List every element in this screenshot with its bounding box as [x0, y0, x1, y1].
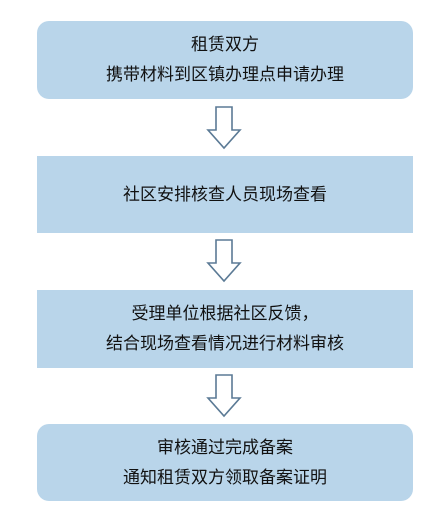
flow-step-1-line-2: 携带材料到区镇办理点申请办理	[106, 65, 344, 85]
flow-step-3-line-2: 结合现场查看情况进行材料审核	[106, 334, 344, 354]
flow-step-1-line-1: 租赁双方	[191, 35, 259, 55]
flow-step-4-line-1: 审核通过完成备案	[157, 437, 293, 458]
down-arrow-icon	[206, 374, 242, 418]
flow-step-1: 租赁双方 携带材料到区镇办理点申请办理	[37, 21, 413, 99]
flow-step-2: 社区安排核查人员现场查看	[37, 156, 413, 233]
flow-step-2-line-1: 社区安排核查人员现场查看	[123, 184, 327, 205]
flow-step-4-line-2: 通知租赁双方领取备案证明	[123, 467, 327, 488]
flow-step-4: 审核通过完成备案 通知租赁双方领取备案证明	[37, 424, 413, 501]
down-arrow-icon	[206, 106, 242, 150]
flow-step-3-line-1: 受理单位根据社区反馈，	[131, 304, 319, 324]
flow-step-3: 受理单位根据社区反馈， 结合现场查看情况进行材料审核	[37, 290, 413, 368]
down-arrow-icon	[206, 239, 242, 283]
